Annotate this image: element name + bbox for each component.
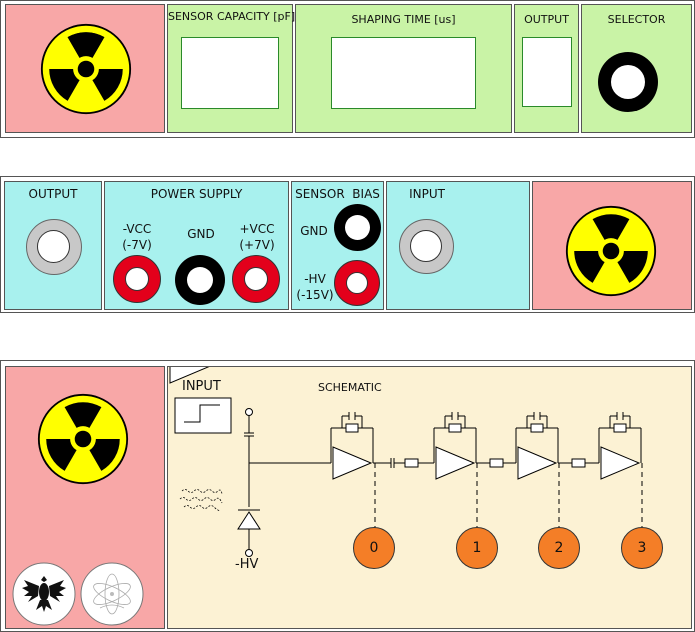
vcc-neg-jack-hole — [125, 267, 149, 291]
sensor-bias-label: SENSOR BIAS — [295, 187, 380, 201]
vcc-neg-jack[interactable] — [113, 255, 161, 303]
hv-label: -HV — [304, 272, 326, 286]
output-node-1[interactable]: 1 — [456, 527, 498, 569]
bottom-panel: INPUT SCHEMATIC -HV — [0, 360, 695, 632]
hv-bottom-label: -HV — [235, 557, 259, 572]
bias-gnd-label: GND — [300, 224, 328, 238]
power-supply-section: POWER SUPPLY -VCC (-7V) GND +VCC (+7V) — [104, 181, 289, 310]
output-node-2[interactable]: 2 — [538, 527, 580, 569]
gnd-jack-hole — [187, 267, 213, 293]
middle-panel: OUTPUT POWER SUPPLY -VCC (-7V) GND +VCC … — [0, 176, 695, 313]
output-connector[interactable] — [26, 219, 82, 275]
atom-logo-icon — [80, 562, 144, 626]
hv-jack[interactable] — [334, 260, 380, 306]
schematic-section: INPUT SCHEMATIC -HV — [167, 366, 692, 629]
hv-jack-hole — [346, 272, 368, 294]
middle-output-section: OUTPUT — [4, 181, 102, 310]
input-label: INPUT — [409, 187, 445, 201]
radiation-hazard-icon — [40, 23, 132, 115]
bottom-radiation-section — [5, 366, 165, 629]
sensor-capacity-section: SENSOR CAPACITY [pF] — [167, 4, 296, 133]
vcc-pos-label: +VCC — [239, 222, 275, 236]
shaping-time-section: SHAPING TIME [us] — [295, 4, 512, 133]
selector-section: SELECTOR — [581, 4, 692, 133]
input-connector[interactable] — [399, 219, 454, 274]
shaping-time-display[interactable] — [331, 37, 476, 109]
hv-value: (-15V) — [296, 288, 334, 302]
output-connector-hole — [37, 230, 70, 263]
schematic-label: SCHEMATIC — [318, 381, 382, 394]
top-output-section: OUTPUT — [514, 4, 579, 133]
eagle-crest-icon — [12, 562, 76, 626]
selector-label: SELECTOR — [607, 13, 666, 26]
input-pulse-icon — [174, 397, 232, 434]
vcc-neg-label: -VCC — [122, 222, 152, 236]
gnd-label: GND — [187, 227, 215, 241]
sensor-capacity-label: SENSOR CAPACITY [pF] — [168, 10, 296, 23]
selector-knob[interactable] — [598, 52, 658, 112]
vcc-pos-jack-hole — [244, 267, 268, 291]
schematic-diagram — [169, 367, 643, 557]
bias-gnd-jack[interactable] — [334, 204, 381, 251]
radiation-hazard-icon — [565, 205, 657, 297]
output-display[interactable] — [522, 37, 572, 107]
selector-knob-center — [611, 65, 645, 99]
gnd-jack[interactable] — [175, 255, 225, 305]
top-radiation-section — [5, 4, 165, 133]
input-pulse-label: INPUT — [182, 379, 221, 394]
input-connector-hole — [410, 230, 442, 262]
radiation-hazard-icon — [37, 393, 129, 485]
middle-output-label: OUTPUT — [28, 187, 78, 201]
top-panel: SENSOR CAPACITY [pF] SHAPING TIME [us] O… — [0, 0, 695, 138]
vcc-neg-value: (-7V) — [122, 238, 152, 252]
sensor-capacity-display[interactable] — [181, 37, 279, 109]
output-node-0[interactable]: 0 — [353, 527, 395, 569]
vcc-pos-jack[interactable] — [232, 255, 280, 303]
output-node-3[interactable]: 3 — [621, 527, 663, 569]
middle-radiation-section — [532, 181, 692, 310]
sensor-bias-section: SENSOR BIAS GND -HV (-15V) — [291, 181, 384, 310]
input-section: INPUT — [386, 181, 530, 310]
power-supply-label: POWER SUPPLY — [150, 187, 243, 201]
vcc-pos-value: (+7V) — [239, 238, 275, 252]
bias-gnd-jack-hole — [345, 215, 370, 240]
top-output-label: OUTPUT — [524, 13, 569, 26]
shaping-time-label: SHAPING TIME [us] — [351, 13, 456, 26]
